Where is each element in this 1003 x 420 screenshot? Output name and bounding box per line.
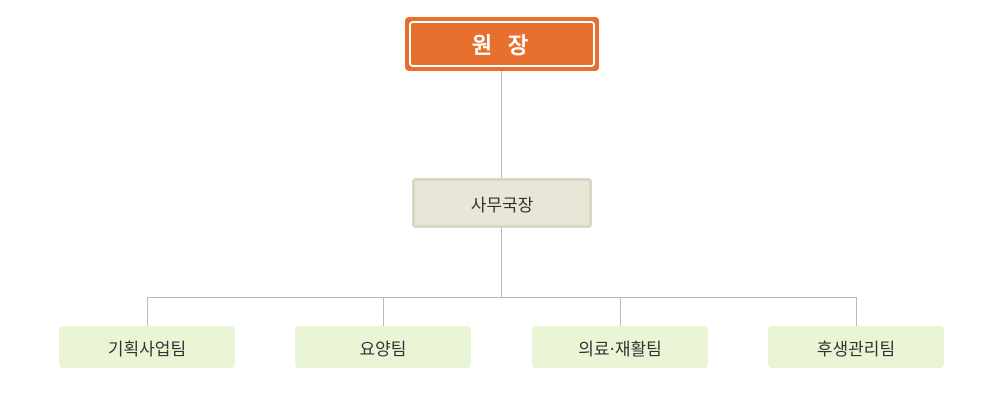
secretary-general-node: 사무국장 [412,178,592,228]
team-node-medical-rehab: 의료·재활팀 [532,326,708,368]
team-node-care: 요양팀 [295,326,471,368]
team-label: 요양팀 [359,339,407,360]
connector-director-to-secretary [501,71,502,178]
connector-team-1 [147,297,148,326]
team-label: 기획사업팀 [107,339,187,360]
connector-team-4 [856,297,857,326]
team-label: 후생관리팀 [816,339,896,360]
connector-team-2 [383,297,384,326]
director-node: 원 장 [405,17,599,71]
connector-horizontal-branch [147,297,857,298]
connector-secretary-to-branch [501,228,502,298]
team-label: 의료·재활팀 [578,339,662,360]
secretary-general-label: 사무국장 [470,195,534,216]
team-node-planning: 기획사업팀 [59,326,235,368]
connector-team-3 [620,297,621,326]
director-label: 원 장 [471,34,533,59]
team-node-welfare-management: 후생관리팀 [768,326,944,368]
